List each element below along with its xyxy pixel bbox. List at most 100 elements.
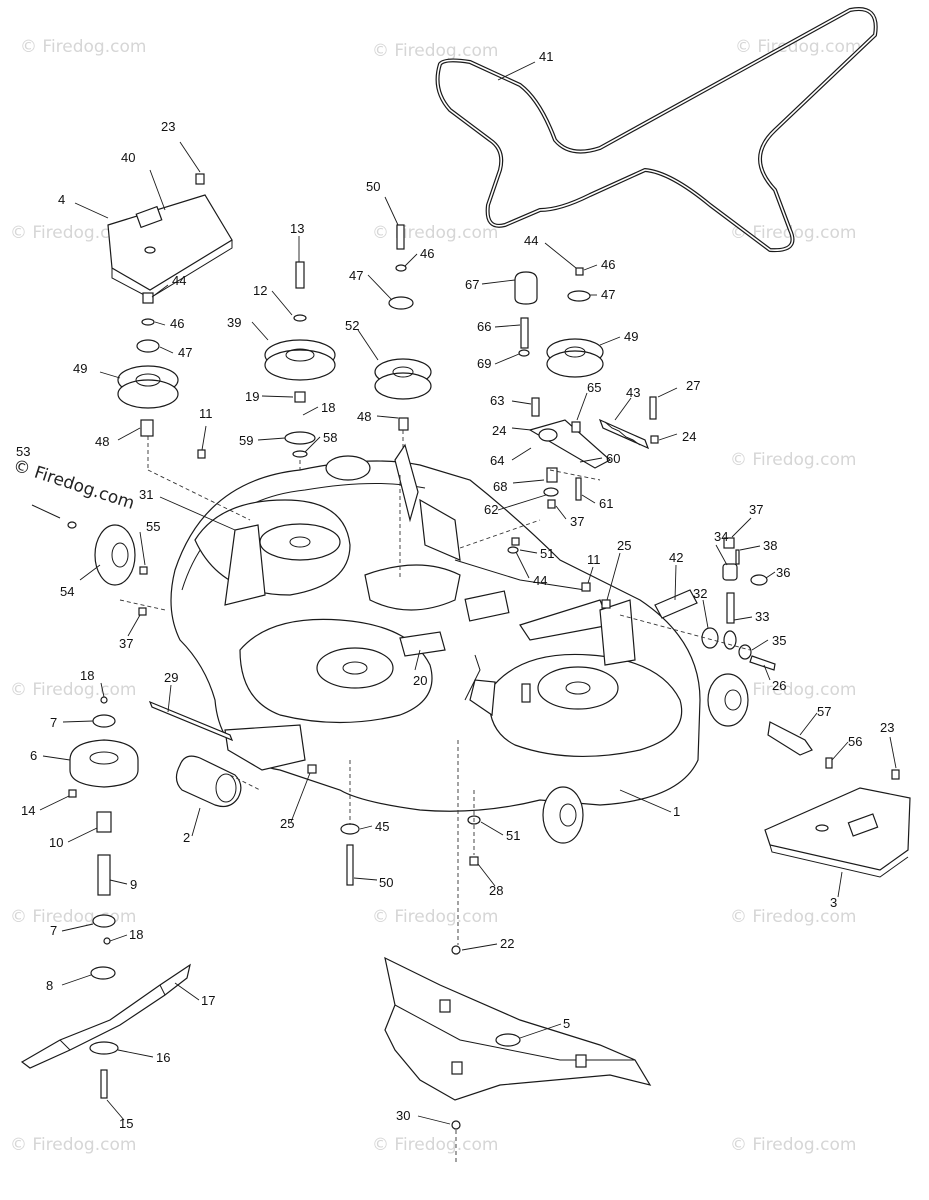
callout-30: 30: [396, 1108, 410, 1123]
assembly-guides: [119, 469, 751, 791]
callout-25: 25: [617, 538, 631, 553]
callout-49: 49: [624, 329, 638, 344]
callout-11: 11: [587, 552, 601, 567]
watermark-text: © Firedog.com: [10, 907, 136, 927]
callout-31: 31: [139, 487, 153, 502]
callout-44: 44: [524, 233, 538, 248]
left-belt-cover: [107, 173, 233, 299]
watermark-text: © Firedog.com: [10, 1135, 136, 1155]
callout-40: 40: [121, 150, 135, 165]
right-belt-cover: [764, 769, 911, 878]
callout-28: 28: [489, 883, 503, 898]
callout-63: 63: [490, 393, 504, 408]
callout-51: 51: [540, 546, 554, 561]
callout-15: 15: [119, 1116, 133, 1131]
callout-42: 42: [669, 550, 683, 565]
callout-62: 62: [484, 502, 498, 517]
callout-68: 68: [493, 479, 507, 494]
callout-7: 7: [50, 715, 57, 730]
center-idler-pulley-stack: [374, 224, 432, 475]
callout-32: 32: [693, 586, 707, 601]
watermark-text: © Firedog.com: [730, 1135, 856, 1155]
callout-13: 13: [290, 221, 304, 236]
callout-25: 25: [280, 816, 294, 831]
callout-46: 46: [601, 257, 615, 272]
callout-33: 33: [755, 609, 769, 624]
callout-7: 7: [50, 923, 57, 938]
watermark-text: © Firedog.com: [10, 680, 136, 700]
watermark-text: © Firedog.com: [372, 907, 498, 927]
callout-18: 18: [80, 668, 94, 683]
callout-48: 48: [357, 409, 371, 424]
callout-6: 6: [30, 748, 37, 763]
callout-18: 18: [321, 400, 335, 415]
callout-24: 24: [682, 429, 696, 444]
callout-50: 50: [379, 875, 393, 890]
callout-59: 59: [239, 433, 253, 448]
callout-56: 56: [848, 734, 862, 749]
drive-belt: [435, 7, 878, 253]
deck-roller-assembly: [148, 700, 242, 808]
callout-37: 37: [570, 514, 584, 529]
callout-60: 60: [606, 451, 620, 466]
watermark-text: © Firedog.com: [372, 41, 498, 61]
callout-16: 16: [156, 1050, 170, 1065]
watermark-side-text: © Firedog.com: [10, 456, 136, 514]
callout-4: 4: [58, 192, 65, 207]
callout-45: 45: [375, 819, 389, 834]
callout-9: 9: [130, 877, 137, 892]
watermark-text: © Firedog.com: [10, 223, 136, 243]
callout-35: 35: [772, 633, 786, 648]
callout-47: 47: [178, 345, 192, 360]
callout-46: 46: [420, 246, 434, 261]
callout-46: 46: [170, 316, 184, 331]
mower-deck-housing: [170, 443, 701, 812]
callout-19: 19: [245, 389, 259, 404]
callout-12: 12: [253, 283, 267, 298]
callout-54: 54: [60, 584, 74, 599]
callout-38: 38: [763, 538, 777, 553]
callout-26: 26: [772, 678, 786, 693]
discharge-baffle: [384, 945, 652, 1165]
callout-57: 57: [817, 704, 831, 719]
deck-wheels: [94, 524, 749, 844]
callout-24: 24: [492, 423, 506, 438]
watermark-text: © Firedog.com: [20, 37, 146, 57]
callout-48: 48: [95, 434, 109, 449]
callout-65: 65: [587, 380, 601, 395]
callout-41: 41: [539, 49, 553, 64]
mower-blade: [20, 963, 191, 1099]
callout-22: 22: [500, 936, 514, 951]
callout-36: 36: [776, 565, 790, 580]
left-wheel-hardware: [31, 504, 148, 616]
callout-27: 27: [686, 378, 700, 393]
callout-39: 39: [227, 315, 241, 330]
watermark-text: © Firedog.com: [372, 1135, 498, 1155]
callout-52: 52: [345, 318, 359, 333]
callout-14: 14: [21, 803, 35, 818]
callout-11: 11: [199, 406, 213, 421]
callout-20: 20: [413, 673, 427, 688]
callout-10: 10: [49, 835, 63, 850]
callout-37: 37: [119, 636, 133, 651]
watermark-text: © Firedog.com: [730, 680, 856, 700]
callout-23: 23: [161, 119, 175, 134]
callout-66: 66: [477, 319, 491, 334]
watermark-text: © Firedog.com: [730, 907, 856, 927]
callout-numbers: 41 23 40 4 44 46 47 49 48 11 53 31 54 55…: [16, 49, 894, 1131]
callout-3: 3: [830, 895, 837, 910]
callout-8: 8: [46, 978, 53, 993]
callout-43: 43: [626, 385, 640, 400]
callout-47: 47: [601, 287, 615, 302]
callout-34: 34: [714, 529, 728, 544]
callout-61: 61: [599, 496, 613, 511]
idler-arm-assembly: [514, 267, 659, 509]
callout-29: 29: [164, 670, 178, 685]
callout-5: 5: [563, 1016, 570, 1031]
callout-17: 17: [201, 993, 215, 1008]
callout-44: 44: [533, 573, 547, 588]
callout-64: 64: [490, 453, 504, 468]
callout-1: 1: [673, 804, 680, 819]
callout-67: 67: [465, 277, 479, 292]
